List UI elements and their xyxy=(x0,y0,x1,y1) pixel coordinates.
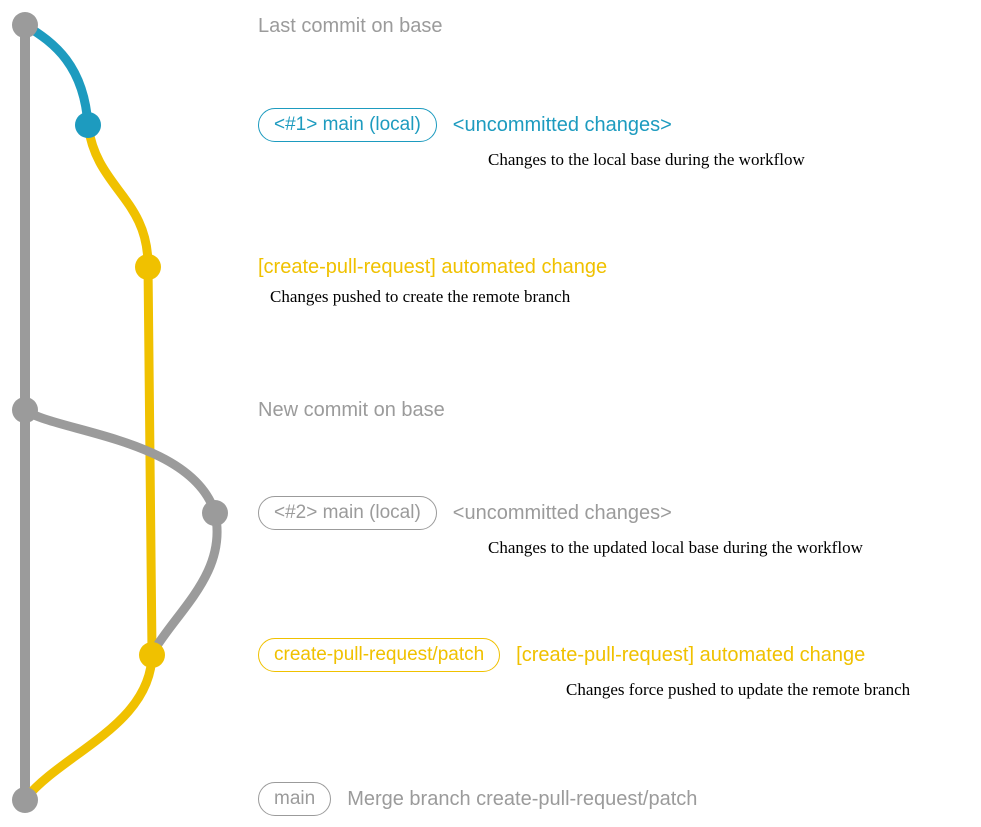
last-commit-label: Last commit on base xyxy=(258,15,443,37)
commit-node-new-base xyxy=(12,397,38,423)
merge-row: main Merge branch create-pull-request/pa… xyxy=(258,782,697,816)
rebased-local-branch-line xyxy=(20,405,222,657)
caption-local-1: Changes to the local base during the wor… xyxy=(488,150,805,169)
branch-badge-patch: create-pull-request/patch xyxy=(258,638,501,672)
commit-node-local-2 xyxy=(202,500,228,526)
local-main-2-row: <#2> main (local) <uncommitted changes> … xyxy=(258,496,863,559)
commit-node-last-base xyxy=(12,12,38,38)
branch-badge-main-local-1: <#1> main (local) xyxy=(258,108,437,142)
automated-change-1-row: [create-pull-request] automated change C… xyxy=(258,255,607,308)
commit-node-patch-2 xyxy=(139,642,165,668)
automated-change-label-2: [create-pull-request] automated change xyxy=(516,644,866,666)
commit-node-local-1 xyxy=(75,112,101,138)
automated-change-2-row: create-pull-request/patch [create-pull-r… xyxy=(258,638,910,701)
patch-branch-line xyxy=(21,120,157,803)
branch-badge-main-local-2: <#2> main (local) xyxy=(258,496,437,530)
local-main-1-row: <#1> main (local) <uncommitted changes> … xyxy=(258,108,805,171)
commit-graph xyxy=(12,12,228,813)
commit-node-patch-1 xyxy=(135,254,161,280)
local-change-branch-line xyxy=(20,20,93,130)
last-commit-row: Last commit on base xyxy=(258,14,443,38)
caption-automated-2: Changes force pushed to update the remot… xyxy=(566,680,911,699)
caption-local-2: Changes to the updated local base during… xyxy=(488,538,863,557)
branch-badge-main: main xyxy=(258,782,332,816)
new-commit-label: New commit on base xyxy=(258,399,445,421)
merge-branch-label: Merge branch create-pull-request/patch xyxy=(347,788,698,810)
commit-node-merge xyxy=(12,787,38,813)
new-commit-row: New commit on base xyxy=(258,398,445,422)
uncommitted-changes-label-1: <uncommitted changes> xyxy=(452,114,672,136)
caption-automated-1: Changes pushed to create the remote bran… xyxy=(270,287,571,306)
automated-change-label-1: [create-pull-request] automated change xyxy=(258,256,608,278)
uncommitted-changes-label-2: <uncommitted changes> xyxy=(452,502,672,524)
